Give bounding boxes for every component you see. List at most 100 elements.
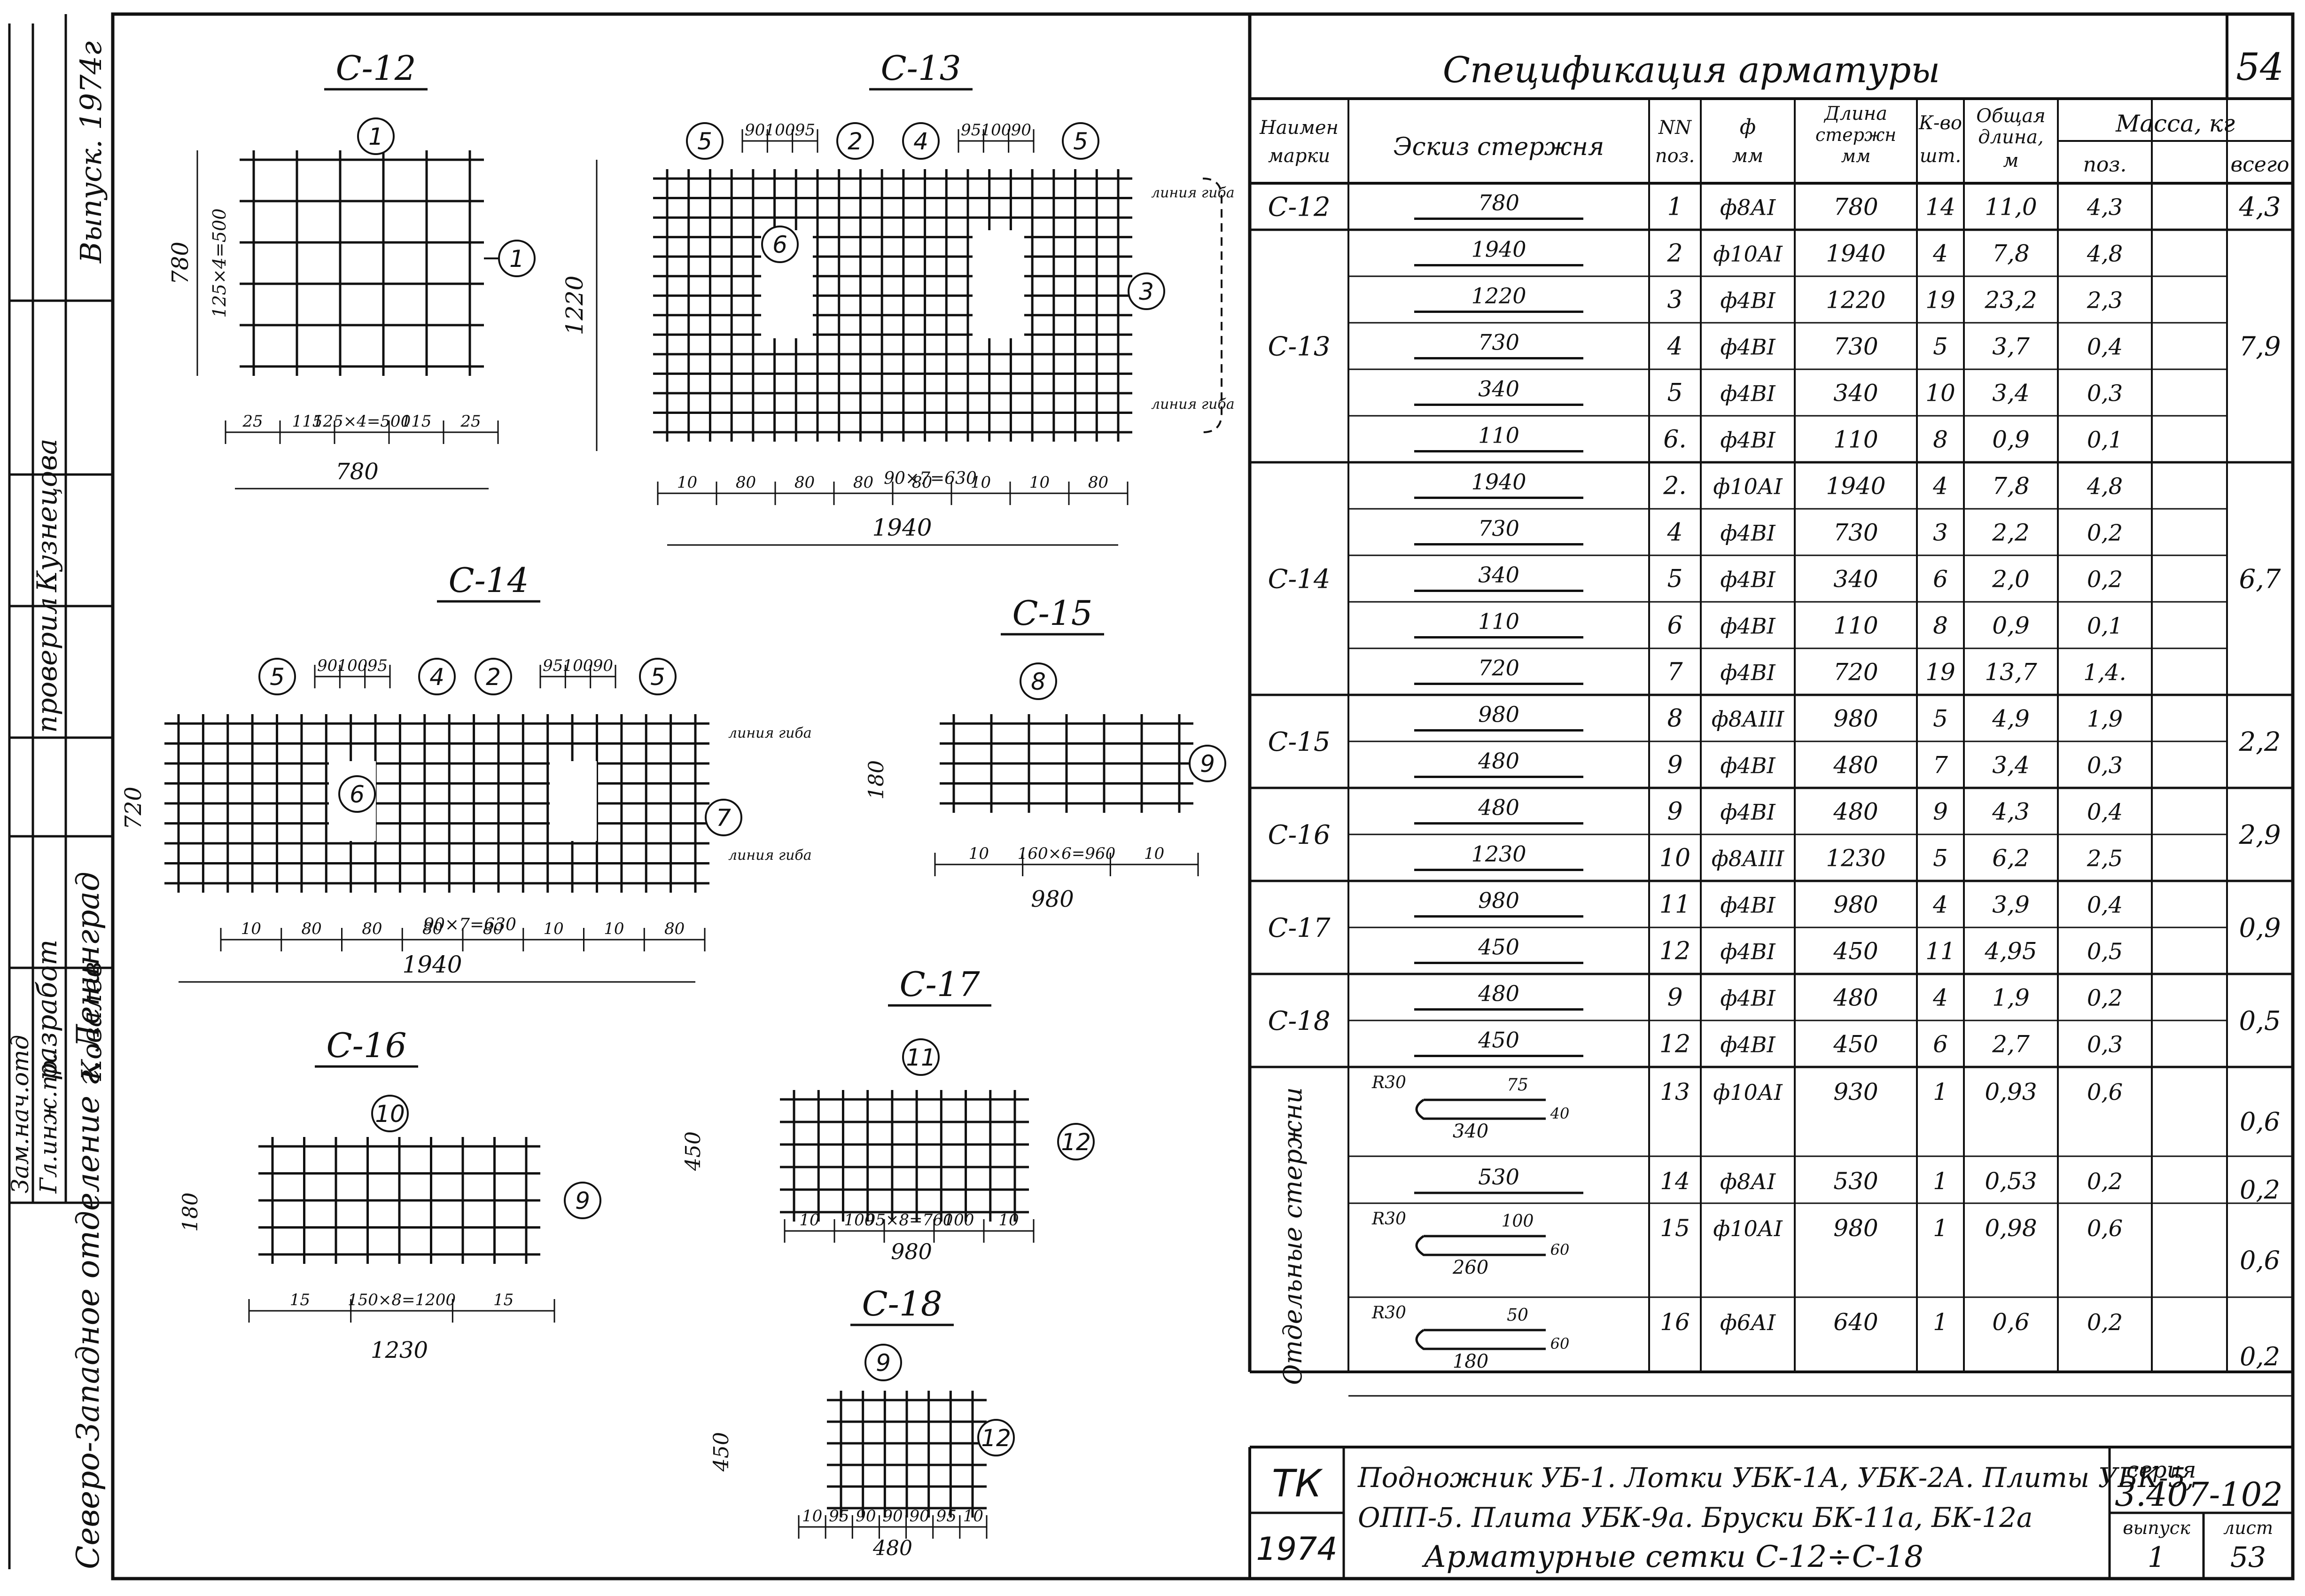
row-tot: 3,4 <box>1992 380 2030 407</box>
position-number: 4 <box>429 663 444 691</box>
dim-label: 125×4=500 <box>313 412 411 431</box>
row-len: 1230 <box>1826 845 1885 872</box>
c14-title: С-14 <box>448 561 529 600</box>
row-tot: 7,8 <box>1992 473 2030 500</box>
stamp-author: Кузнецова <box>31 439 63 592</box>
sep-dim-c: 60 <box>1550 1335 1570 1353</box>
row-sketch-label: 1220 <box>1471 283 1526 309</box>
row-len: 1220 <box>1826 287 1885 314</box>
row-mass-pos: 2,3 <box>2087 288 2123 314</box>
stamp-org: Северо-Западное отделение г. Ленинград <box>70 872 106 1569</box>
bend-line <box>1202 178 1223 433</box>
row-len: 450 <box>1833 1031 1878 1058</box>
row-cnt: 10 <box>1925 380 1955 407</box>
dim-label: 15 <box>290 1291 310 1309</box>
position-number: 1 <box>368 123 383 150</box>
row-len: 110 <box>1833 426 1878 453</box>
row-sketch-label: 480 <box>1478 795 1519 820</box>
row-mass-pos: 0,4 <box>2087 892 2123 919</box>
hdr-tot3: м <box>2003 150 2018 171</box>
row-tot: 0,9 <box>1992 612 2030 639</box>
row-cnt: 6 <box>1933 1031 1948 1058</box>
sep-cnt: 1 <box>1933 1215 1948 1242</box>
row-pos: 7 <box>1667 658 1683 686</box>
title-block-text: ТК 1974 Подножник УБ-1. Лотки УБК-1А, УБ… <box>1256 1457 2282 1574</box>
row-pos: 9 <box>1667 751 1682 779</box>
hdr-tot: Общая <box>1976 105 2046 127</box>
row-tot: 0,9 <box>1992 426 2030 453</box>
c12-pos-side <box>498 240 536 277</box>
dim-label: 95 <box>795 121 815 140</box>
row-tot: 7,8 <box>1992 240 2030 267</box>
issue-label: выпуск <box>2123 1518 2190 1538</box>
sep-mass-pos: 0,6 <box>2087 1079 2123 1106</box>
row-dia: ф4ВI <box>1720 800 1775 825</box>
c13-overall: 1940 <box>872 514 932 541</box>
row-tot: 2,0 <box>1992 566 2030 593</box>
hdr-pos: NN <box>1658 117 1692 139</box>
hdr-len: Длина <box>1823 103 1887 125</box>
sep-len: 930 <box>1833 1078 1878 1106</box>
position-number: 11 <box>906 1044 936 1071</box>
dim-label: 100 <box>765 121 795 140</box>
title-line2: ОПП-5. Плита УБК-9а. Бруски БК-11а, БК-1… <box>1358 1502 2033 1534</box>
row-len: 730 <box>1833 519 1878 546</box>
dim-label: 95 <box>961 121 981 140</box>
dim-label: 80 <box>422 919 443 938</box>
row-mass-pos: 0,2 <box>2087 567 2123 593</box>
row-cnt: 4 <box>1932 984 1948 1012</box>
group-mark: С-16 <box>1268 820 1330 850</box>
sep-cnt: 1 <box>1933 1168 1948 1195</box>
dim-label: 95 <box>829 1507 849 1526</box>
c13-bend-bot: линия гиба <box>1151 396 1235 413</box>
row-sketch-label: 480 <box>1478 748 1519 774</box>
position-number: 9 <box>575 1187 590 1215</box>
c17-pos-12 <box>1057 1123 1095 1160</box>
c18-grid <box>827 1391 987 1518</box>
c17-grid <box>780 1090 1029 1222</box>
dim-label: 150×8=1200 <box>348 1291 456 1309</box>
sep-dia: ф8АI <box>1720 1169 1776 1194</box>
row-cnt: 5 <box>1933 845 1948 872</box>
dim-label: 10 <box>604 919 624 938</box>
row-cnt: 9 <box>1933 798 1948 825</box>
row-pos: 5 <box>1667 565 1682 593</box>
c12-grid <box>240 150 484 376</box>
row-mass-pos: 4,3 <box>2087 195 2123 221</box>
dim-label: 90 <box>317 656 337 675</box>
c14-pos <box>475 658 512 695</box>
row-pos: 5 <box>1667 379 1682 407</box>
stamp-developer: Ковалев <box>76 962 108 1081</box>
row-sketch-label: 1940 <box>1471 469 1526 495</box>
c13-pos-6 <box>761 226 799 263</box>
c17-overall: 980 <box>891 1239 932 1264</box>
row-dia: ф4ВI <box>1720 567 1775 592</box>
row-sketch-label: 480 <box>1478 981 1519 1006</box>
c17-title: С-17 <box>899 965 980 1004</box>
row-cnt: 7 <box>1933 752 1948 779</box>
sep-dia: ф10АI <box>1713 1080 1783 1105</box>
dim-label: 100 <box>981 121 1012 140</box>
group-mass-all: 0,9 <box>2239 913 2281 943</box>
dim-label: 80 <box>664 919 685 938</box>
row-len: 720 <box>1833 659 1878 686</box>
row-len: 980 <box>1833 705 1878 732</box>
row-mass-pos: 1,4. <box>2083 660 2126 686</box>
sep-radius: R30 <box>1371 1209 1406 1229</box>
dim-label: 100 <box>563 656 593 675</box>
row-dia: ф4ВI <box>1720 288 1775 313</box>
c14-pos-6 <box>338 775 376 813</box>
row-sketch-label: 730 <box>1478 516 1519 541</box>
c18-pos-9 <box>864 1344 902 1381</box>
row-mass-pos: 0,3 <box>2087 1032 2123 1058</box>
